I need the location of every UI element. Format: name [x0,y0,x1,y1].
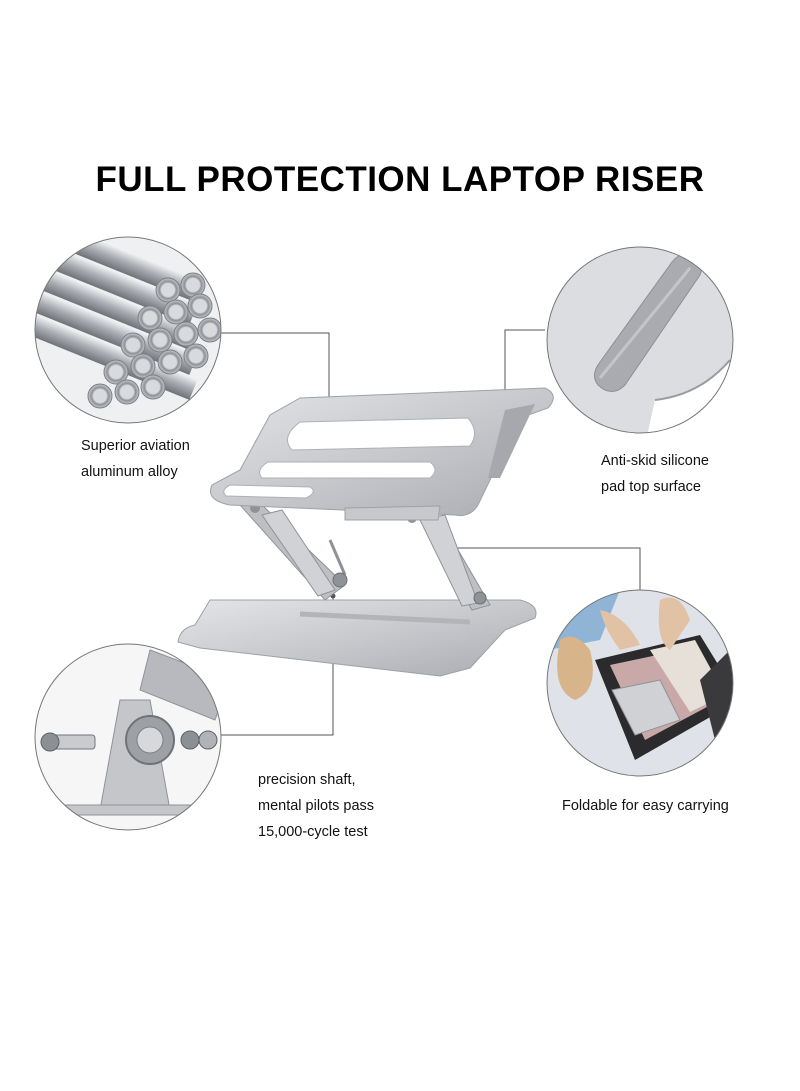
caption-line: aluminum alloy [81,464,178,480]
aluminum-tubes-icon [34,236,222,424]
page-title: FULL PROTECTION LAPTOP RISER [95,160,705,199]
leader-lines [220,329,641,736]
caption-line: 15,000-cycle test [258,824,368,840]
suitcase-packing-icon [546,589,734,777]
caption-silicone-pad: Anti-skid silicone pad top surface [601,448,709,500]
silicone-pad-icon [546,246,734,434]
caption-line: Superior aviation [81,438,190,454]
caption-line: Foldable for easy carrying [562,798,729,814]
caption-foldable: Foldable for easy carrying [562,793,729,819]
caption-line: Anti-skid silicone [601,453,709,469]
caption-line: precision shaft, [258,772,356,788]
laptop-stand [177,387,554,677]
shaft-hinge-icon [34,643,222,831]
caption-aluminum-alloy: Superior aviation aluminum alloy [81,433,190,485]
caption-precision-shaft: precision shaft, mental pilots pass 15,0… [258,767,374,845]
caption-line: pad top surface [601,479,701,495]
caption-line: mental pilots pass [258,798,375,814]
